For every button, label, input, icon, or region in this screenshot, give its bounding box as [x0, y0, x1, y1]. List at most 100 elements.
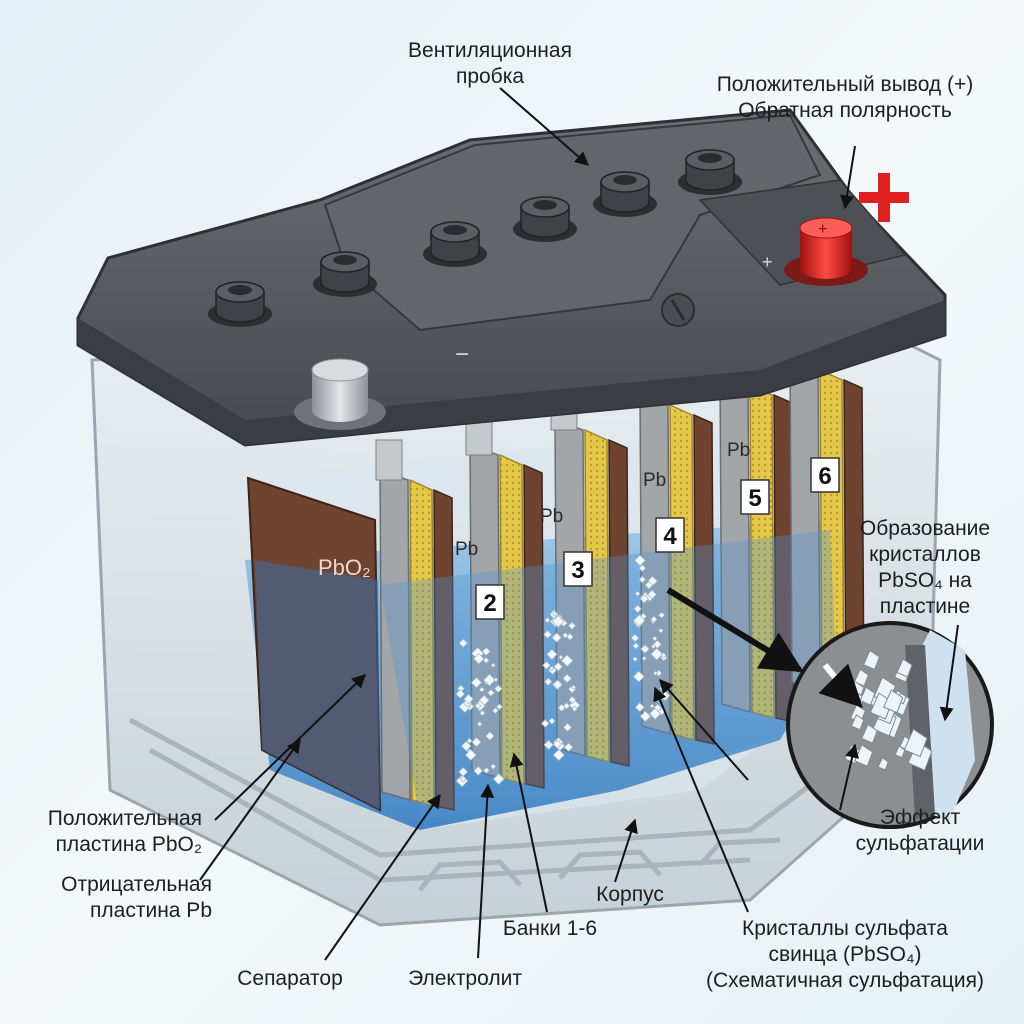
crystal	[552, 679, 563, 690]
crystal	[485, 731, 495, 741]
vent-cap-hole	[613, 175, 637, 185]
crystal	[548, 717, 556, 725]
leader-lines	[199, 87, 959, 961]
crystal	[660, 652, 667, 659]
crystal	[543, 630, 552, 639]
crystal	[464, 749, 477, 761]
crystal	[558, 654, 564, 660]
crystal	[632, 670, 645, 683]
crystal	[566, 632, 574, 641]
crystal	[562, 631, 569, 639]
crystal	[632, 642, 640, 650]
vent-cap-hole	[533, 200, 557, 210]
crystal	[552, 611, 558, 617]
crystal	[633, 604, 642, 614]
crystal	[639, 594, 649, 604]
pb-mark-2: Pb	[540, 506, 563, 527]
inset-curved-arrow	[818, 663, 863, 708]
cell-number-box	[740, 479, 770, 515]
pb-mark-1: Pb	[455, 539, 478, 560]
positive-terminal: + +	[762, 217, 868, 286]
vent-cap-hole	[698, 153, 722, 163]
crystal	[463, 693, 474, 705]
crystal	[634, 590, 641, 597]
label-electrolyte: Электролит	[408, 967, 522, 990]
crystal	[649, 707, 662, 720]
pbo2-plate	[608, 438, 630, 767]
crystal	[493, 684, 503, 693]
crystal	[495, 703, 503, 711]
crystal	[571, 684, 577, 690]
crystal	[549, 665, 555, 672]
crystal	[490, 662, 496, 668]
crystal	[551, 614, 565, 628]
inset-crystal	[883, 689, 904, 714]
crystal	[546, 648, 558, 661]
crystal	[552, 739, 563, 749]
cell-number: 4	[663, 523, 677, 550]
positive-plate-front: PbO₂	[246, 476, 382, 812]
magnifier-inset	[786, 621, 994, 829]
cell-number: 5	[748, 485, 761, 512]
crystal	[562, 673, 572, 684]
cell-number: 6	[818, 463, 831, 490]
crystal	[552, 749, 565, 762]
crystal	[568, 695, 577, 704]
crystal	[651, 635, 658, 642]
pbo2-plate	[523, 463, 545, 789]
crystal	[492, 773, 505, 785]
crystal	[482, 657, 490, 664]
crystal	[491, 707, 499, 715]
crystal	[634, 702, 645, 713]
label-cells: Банки 1-6	[502, 917, 598, 940]
cell-number-box	[810, 457, 840, 493]
inset-crystal	[850, 714, 865, 731]
crystal	[479, 709, 486, 717]
pb-mark-4: Pb	[727, 440, 750, 461]
crystal	[647, 589, 657, 600]
crystal	[478, 686, 485, 693]
crystal	[483, 673, 496, 687]
vent-cap-hole	[333, 255, 357, 265]
crystal	[563, 742, 574, 752]
inset-crystal	[877, 757, 889, 771]
crystal	[644, 580, 654, 590]
crystal	[473, 653, 485, 665]
crystal	[460, 740, 472, 752]
vent-cap-hole	[228, 285, 252, 295]
crystal	[649, 703, 655, 709]
inset-crystal	[896, 658, 913, 678]
crystal	[474, 702, 482, 710]
plus-sign-icon	[859, 173, 909, 222]
cell-number: 3	[571, 557, 584, 584]
crystal	[658, 611, 666, 619]
plus-mark-lid: +	[762, 252, 773, 272]
sulfate-crystals	[455, 554, 671, 788]
crystal	[482, 767, 490, 774]
inset-crystal	[894, 745, 906, 759]
label-housing: Корпус	[596, 883, 664, 906]
crystal	[639, 710, 652, 723]
cell-number-box	[563, 551, 593, 587]
crystal	[476, 721, 483, 728]
crystal	[470, 677, 483, 689]
crystal	[459, 775, 467, 783]
crystal	[658, 627, 664, 634]
label-separator: Сепаратор	[237, 967, 343, 990]
crystal	[471, 737, 482, 748]
crystal	[490, 763, 497, 770]
crystal	[487, 688, 495, 697]
minus-mark: −	[455, 341, 469, 368]
crystal	[553, 661, 563, 672]
crystal	[567, 621, 577, 630]
crystal	[650, 647, 664, 661]
separator-plate	[669, 403, 695, 741]
